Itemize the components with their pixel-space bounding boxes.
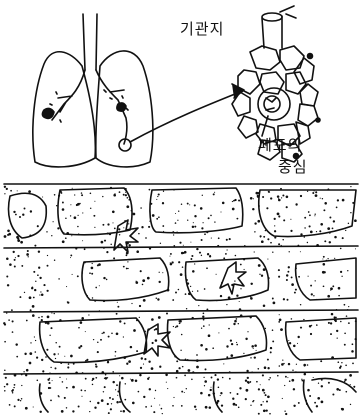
bronchiole-label: 기관지 xyxy=(180,22,224,37)
alveolus-center-label-line1: 폐포의 xyxy=(258,138,302,153)
alveolus-center-label-line2: 중심 xyxy=(278,160,308,175)
